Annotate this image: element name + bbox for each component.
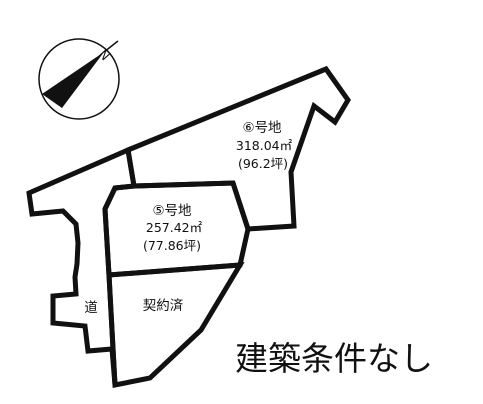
road-outline [26,146,137,386]
lot-contracted-label: 契約済 [143,298,184,314]
parcel-boundary [26,65,351,389]
lot-5-label-group: ⑤号地 257.42㎡ (77.86坪) [143,203,203,253]
north-label: N [96,47,112,63]
north-arrow-icon: N [38,38,120,120]
lot-6-area-tsubo: (96.2坪) [238,156,288,171]
road-label: 道 [84,300,98,316]
lot-5-area-tsubo: (77.86坪) [143,238,201,253]
lot-5-area-m2: 257.42㎡ [146,220,203,235]
lot-5-label: ⑤号地 [152,203,192,219]
condition-note: 建築条件なし [235,339,433,378]
lot-6-label: ⑥号地 [242,120,282,136]
lot-6-area-m2: 318.04㎡ [236,138,293,153]
lot-contracted-outline [106,262,245,389]
lot-6-label-group: ⑥号地 318.04㎡ (96.2坪) [236,120,293,171]
